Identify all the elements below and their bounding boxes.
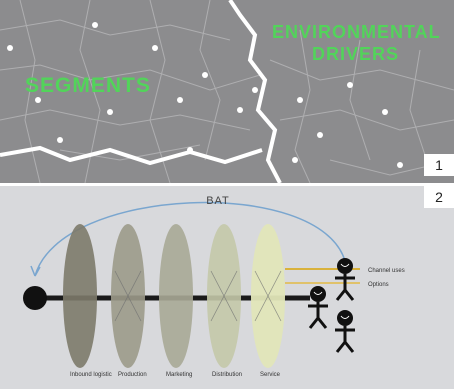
legend-options: Options (368, 282, 389, 288)
stage-label-marketing: Marketing (166, 372, 192, 378)
stage-label-inbound: Inbound logistic (70, 372, 112, 378)
bat-diagram: BAT (23, 195, 405, 378)
disc-cross-marks (114, 270, 282, 322)
stage-label-service: Service (260, 372, 281, 378)
person-icon (335, 258, 355, 301)
bat-arc (34, 201, 346, 277)
stakeholder-figures (308, 258, 355, 353)
bat-title: BAT (206, 195, 230, 207)
environmental-label-line1: ENVIRONMENTAL (272, 22, 441, 42)
panel-number-2: 2 (424, 186, 454, 208)
segments-label: SEGMENTS (25, 74, 151, 97)
disc-inbound-logistic (63, 224, 97, 368)
stage-label-distribution: Distribution (212, 372, 242, 378)
region-border (228, 0, 282, 183)
bat-diagram-panel: BAT (0, 186, 454, 389)
segments-map: SEGMENTS ENVIRONMENTAL DRIVERS (0, 0, 454, 183)
start-node (23, 286, 47, 310)
segments-map-panel: SEGMENTS ENVIRONMENTAL DRIVERS 1 (0, 0, 454, 183)
arc-arrowhead (30, 265, 41, 277)
person-icon (335, 310, 355, 353)
legend-channel-uses: Channel uses (368, 268, 405, 274)
panel-number-1: 1 (424, 154, 454, 176)
environmental-label-line2: DRIVERS (312, 44, 399, 64)
city-dots (7, 22, 403, 168)
disc-marketing (159, 224, 193, 368)
region-border-south (0, 145, 263, 166)
person-icon (308, 286, 328, 329)
stage-label-production: Production (118, 372, 147, 378)
